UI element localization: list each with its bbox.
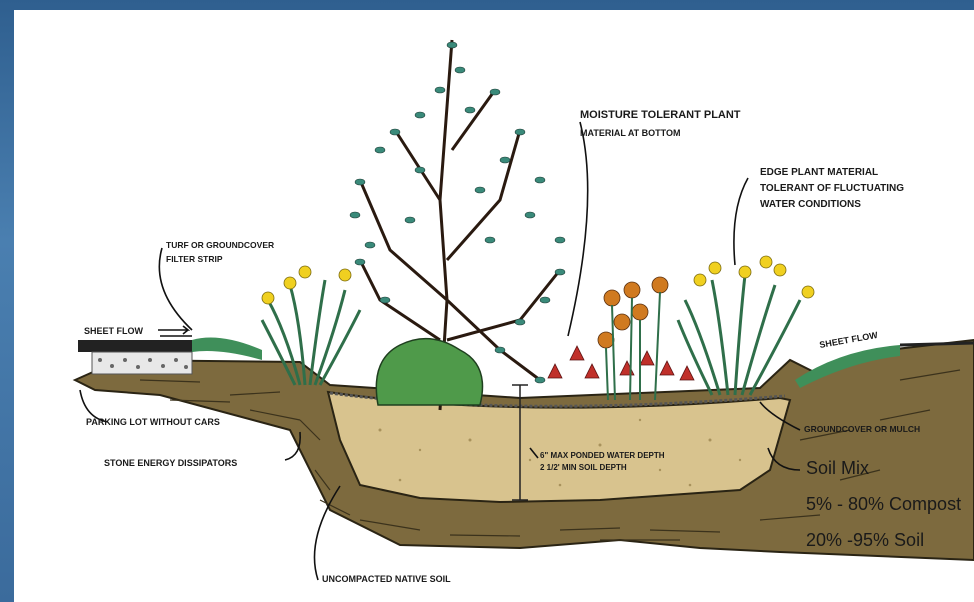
label-stone-energy: STONE ENERGY DISSIPATORS [104, 458, 237, 468]
label-sheet-flow-left: SHEET FLOW [84, 326, 144, 336]
label-moisture-1: MOISTURE TOLERANT PLANT [580, 109, 741, 121]
soil-mix-soil: 20% -95% Soil [806, 530, 924, 550]
label-edge-3: WATER CONDITIONS [760, 199, 861, 210]
label-moisture-2: MATERIAL AT BOTTOM [580, 128, 681, 138]
label-sheet-flow-right: SHEET FLOW [819, 330, 879, 350]
label-turf-2: FILTER STRIP [166, 254, 223, 264]
label-parking-lot: PARKING LOT WITHOUT CARS [86, 417, 220, 427]
right-surface-line [900, 343, 974, 345]
label-edge-1: EDGE PLANT MATERIAL [760, 167, 878, 178]
label-edge-2: TOLERANT OF FLUCTUATING [760, 183, 904, 194]
diagram-panel: MOISTURE TOLERANT PLANT MATERIAL AT BOTT… [14, 10, 974, 602]
shrub [376, 339, 482, 405]
label-ponded-depth-2: 2 1/2' MIN SOIL DEPTH [540, 463, 627, 472]
turf-strip-left [192, 338, 262, 360]
red-flowers [548, 346, 694, 380]
label-uncompacted-soil: UNCOMPACTED NATIVE SOIL [322, 574, 451, 584]
bioretention-diagram: MOISTURE TOLERANT PLANT MATERIAL AT BOTT… [14, 10, 974, 602]
stone-gravel [92, 352, 192, 374]
soil-mix-compost: 5% - 80% Compost [806, 494, 961, 514]
label-ponded-depth-1: 6" MAX PONDED WATER DEPTH [540, 451, 665, 460]
yellow-flowers-right [694, 256, 814, 298]
parking-lot-surface [78, 340, 193, 352]
yellow-flowers-left [262, 266, 351, 304]
label-turf-1: TURF OR GROUNDCOVER [166, 240, 274, 250]
label-groundcover-mulch: GROUNDCOVER OR MULCH [804, 424, 920, 434]
soil-mix-title: Soil Mix [806, 458, 869, 478]
sheet-flow-arrow-left [158, 326, 188, 334]
